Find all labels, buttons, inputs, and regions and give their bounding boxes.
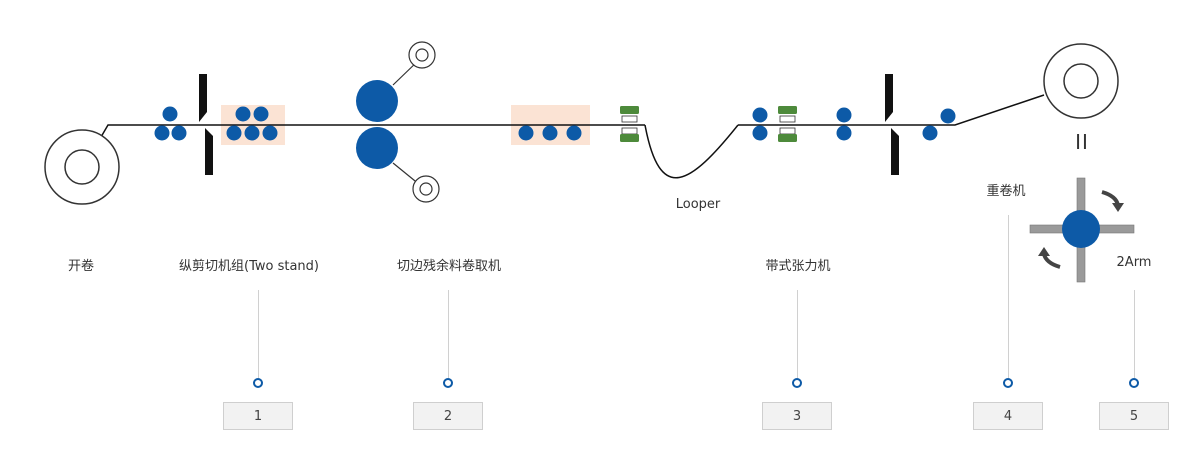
- step-marker[interactable]: [1003, 378, 1013, 388]
- step-marker[interactable]: [443, 378, 453, 388]
- bridle-roll: [836, 107, 852, 123]
- connector-line: [797, 290, 798, 378]
- two-arm-label: 2Arm: [1116, 255, 1152, 270]
- connector-line: [258, 290, 259, 378]
- scrap-winder-label: 切边残余料卷取机: [396, 259, 502, 274]
- strip-line-exit: [738, 94, 1045, 126]
- step-number-1[interactable]: 1: [223, 402, 293, 430]
- scrap-coil-lower: [412, 175, 440, 203]
- scrap-coil-upper: [408, 41, 436, 69]
- connector-line: [1008, 215, 1009, 378]
- looper-strip: [644, 124, 739, 179]
- exit-shear-lower: [891, 128, 899, 175]
- slitter-roll: [235, 106, 251, 122]
- step-marker[interactable]: [1129, 378, 1139, 388]
- exit-shear-upper: [885, 74, 893, 122]
- scrap-roll-upper: [356, 80, 398, 122]
- scrap-roll-lower: [356, 127, 398, 169]
- step-marker[interactable]: [792, 378, 802, 388]
- step-number-2[interactable]: 2: [413, 402, 483, 430]
- step-number-4[interactable]: 4: [973, 402, 1043, 430]
- pause-symbol: II: [1075, 130, 1089, 154]
- tension-roll: [542, 125, 558, 141]
- slitter-roll: [253, 106, 269, 122]
- recoiler-coil: [1043, 43, 1119, 119]
- step-number-5[interactable]: 5: [1099, 402, 1169, 430]
- slitter-roll: [244, 125, 260, 141]
- tension-pad-set: [778, 106, 797, 142]
- tension-label: 带式张力机: [765, 259, 831, 274]
- recoiler-label: 重卷机: [986, 184, 1026, 199]
- uncoiler-coil: [44, 129, 120, 205]
- strip-line: [100, 124, 645, 138]
- entry-shear-upper: [199, 74, 207, 122]
- exit-roll: [940, 108, 956, 124]
- rotate-arrow-icon: [1101, 190, 1124, 212]
- bridle-roll: [836, 125, 852, 141]
- slitter-roll: [262, 125, 278, 141]
- uncoiler-label: 开卷: [67, 259, 95, 274]
- rotate-arrow-icon: [1038, 247, 1061, 269]
- entry-roll: [154, 125, 170, 141]
- entry-shear-lower: [205, 128, 213, 175]
- slitter-label: 纵剪切机组(Two stand): [179, 259, 319, 274]
- entry-roll: [171, 125, 187, 141]
- slitter-roll: [226, 125, 242, 141]
- tension-roll: [566, 125, 582, 141]
- exit-roll: [922, 125, 938, 141]
- bridle-roll: [752, 125, 768, 141]
- step-marker[interactable]: [253, 378, 263, 388]
- step-number-3[interactable]: 3: [762, 402, 832, 430]
- tension-pad-set: [620, 106, 639, 142]
- tension-roll: [518, 125, 534, 141]
- connector-line: [448, 290, 449, 378]
- connector-line: [1134, 290, 1135, 378]
- two-arm-turret: [1029, 177, 1135, 283]
- looper-label: Looper: [675, 197, 721, 212]
- bridle-roll: [752, 107, 768, 123]
- entry-roll: [162, 106, 178, 122]
